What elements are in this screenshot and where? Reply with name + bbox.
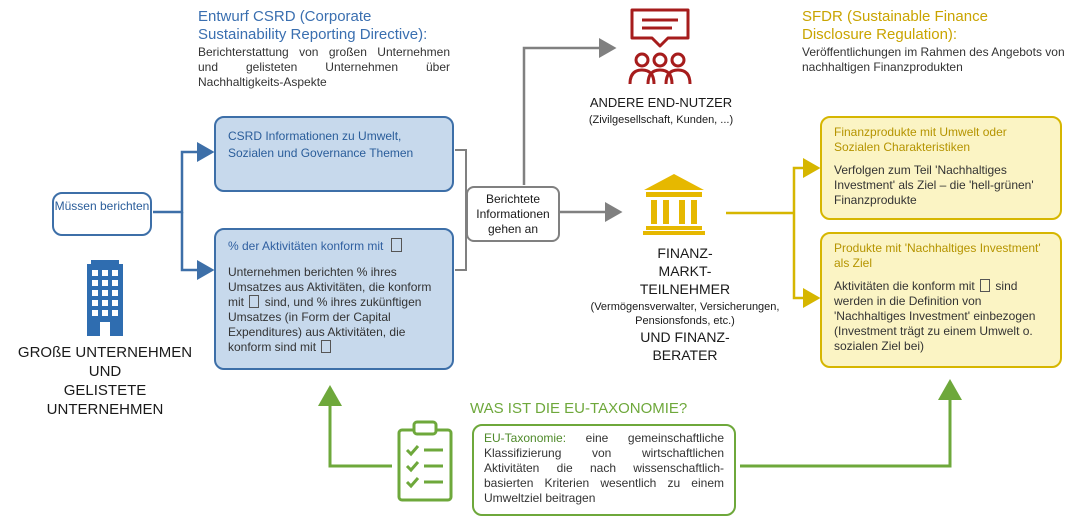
products-sust-body-2: sind werden in die Definition von 'Nachh… <box>834 279 1036 353</box>
checklist-icon <box>396 420 454 502</box>
market-label: FINANZ- MARKT- TEILNEHMER (Vermögensverw… <box>575 244 795 364</box>
taxonomy-label: EU-Taxonomie: <box>484 431 567 445</box>
clipboard-icon <box>390 238 402 252</box>
activities-title: % der Aktivitäten konform mit <box>228 239 384 253</box>
taxonomy-text: eine gemeinschaftliche Klassifizierung v… <box>484 431 724 505</box>
arrow-to-end-users <box>522 38 617 185</box>
clipboard-icon <box>980 279 991 292</box>
activities-body: Unternehmen berichten % ihres Umsatzes a… <box>228 265 440 355</box>
must-report-label: Müssen berichten <box>54 199 150 213</box>
end-users-subtitle: (Zivilgesellschaft, Kunden, ...) <box>588 114 734 126</box>
arrow-to-activities <box>180 212 215 280</box>
sfdr-description: Veröffentlichungen im Rahmen des Angebot… <box>802 45 1065 74</box>
activities-body-1: Unternehmen berichten % ihres Umsatzes a… <box>228 265 432 309</box>
products-env-title: Finanzprodukte mit Umwelt oder Sozialen … <box>834 125 1007 154</box>
taxonomy-box: EU-Taxonomie: eine gemeinschaftliche Kla… <box>472 424 736 516</box>
csrd-description: Berichterstattung von großen Unternehmen… <box>198 45 450 89</box>
gray-merge-top <box>455 149 467 210</box>
activities-title-row: % der Aktivitäten konform mit <box>228 238 440 254</box>
must-report-box: Müssen berichten <box>52 192 152 236</box>
market-sub: (Vermögensverwalter, Versicherungen, Pen… <box>590 301 780 327</box>
chat-group-icon <box>626 6 694 88</box>
green-arrow-left <box>318 385 392 468</box>
reported-info-box: Berichtete Informationen gehen an <box>466 186 560 242</box>
end-users-title: ANDERE END-NUTZER <box>589 95 733 110</box>
csrd-title: Entwurf CSRD (Corporate Sustainability R… <box>198 8 428 43</box>
products-env-body: Verfolgen zum Teil 'Nachhaltiges Investm… <box>834 163 1034 207</box>
companies-line-3: GELISTETE UNTERNEHMEN <box>46 382 164 418</box>
products-sust-body: Aktivitäten die konform mit sind werden … <box>834 279 1048 354</box>
clipboard-icon <box>249 295 260 308</box>
building-icon <box>85 258 125 338</box>
taxonomy-question: WAS IST DIE EU-TAXONOMIE? <box>470 400 688 417</box>
products-sust-title: Produkte mit 'Nachhaltiges Investment' a… <box>834 241 1041 270</box>
products-sust-box: Produkte mit 'Nachhaltiges Investment' a… <box>820 232 1062 368</box>
green-arrow-right <box>740 379 962 468</box>
arrow-to-products-sust <box>792 213 821 308</box>
clipboard-icon <box>321 340 332 353</box>
products-env-box: Finanzprodukte mit Umwelt oder Sozialen … <box>820 116 1062 220</box>
gray-merge-bottom <box>455 210 467 271</box>
companies-line-1: GROßE UNTERNEHMEN <box>17 344 193 361</box>
arrow-to-csrd-info <box>153 142 215 214</box>
csrd-info-box: CSRD Informationen zu Umwelt, Sozialen u… <box>214 116 454 192</box>
companies-label: GROßE UNTERNEHMEN UND GELISTETE UNTERNEH… <box>10 343 200 419</box>
reported-info-text: Berichtete Informationen gehen an <box>476 192 550 236</box>
csrd-info-text: CSRD Informationen zu Umwelt, Sozialen u… <box>228 129 414 160</box>
activities-body-2: sind, und % ihres zukünftigen Umsatzes (… <box>228 295 422 354</box>
bank-icon <box>642 172 706 236</box>
companies-line-2: UND <box>88 363 122 380</box>
products-sust-body-1: Aktivitäten die konform mit <box>834 279 975 293</box>
arrow-to-products-env <box>792 158 821 213</box>
market-line-2: MARKT- <box>658 263 712 279</box>
market-line-5: BERATER <box>652 347 718 363</box>
activities-box: % der Aktivitäten konform mit Unternehme… <box>214 228 454 370</box>
market-line-3: TEILNEHMER <box>639 281 731 297</box>
market-line-4: UND FINANZ- <box>640 329 730 345</box>
market-line-1: FINANZ- <box>657 245 713 261</box>
sfdr-title: SFDR (Sustainable Finance Disclosure Reg… <box>802 8 988 43</box>
